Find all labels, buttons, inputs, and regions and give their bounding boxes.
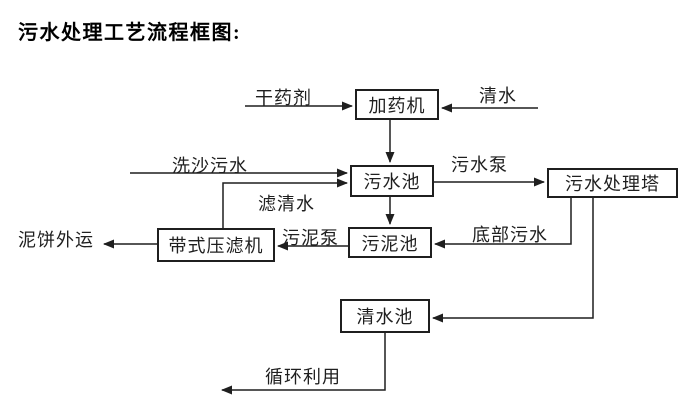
edge-label-recycling: 循环利用 [265, 367, 341, 387]
arrow-treatment-tower-to-clean-water-pool [432, 198, 594, 323]
arrow-clean-water-pool-to-recycling [221, 333, 386, 395]
edge-label-sewage-pump: 污水泵 [451, 155, 508, 175]
edge-label-mud-cake-transport: 泥饼外运 [18, 230, 94, 250]
arrow-bottom-sewage-to-sludge-pool [434, 198, 572, 249]
edge-label-sludge-pump: 污泥泵 [282, 228, 339, 248]
node-sludge-pool: 污泥池 [348, 227, 432, 258]
edge-label-clean-water: 清水 [479, 86, 517, 106]
node-belt-filter-press: 带式压滤机 [157, 228, 275, 262]
edge-label-sand-washing-sewage: 洗沙污水 [172, 156, 248, 176]
node-clean-water-pool: 清水池 [340, 299, 430, 333]
node-sewage-treatment-tower: 污水处理塔 [547, 168, 678, 198]
edge-label-bottom-sewage: 底部污水 [472, 225, 548, 245]
edge-label-dry-agent: 干药剂 [255, 88, 312, 108]
diagram-title: 污水处理工艺流程框图: [18, 22, 242, 44]
arrow-filtered-water-to-sewage-pool [222, 178, 348, 228]
edge-label-filtered-clean-water: 滤清水 [258, 194, 315, 214]
node-sewage-pool: 污水池 [350, 165, 434, 197]
node-dosing-machine: 加药机 [355, 89, 439, 120]
